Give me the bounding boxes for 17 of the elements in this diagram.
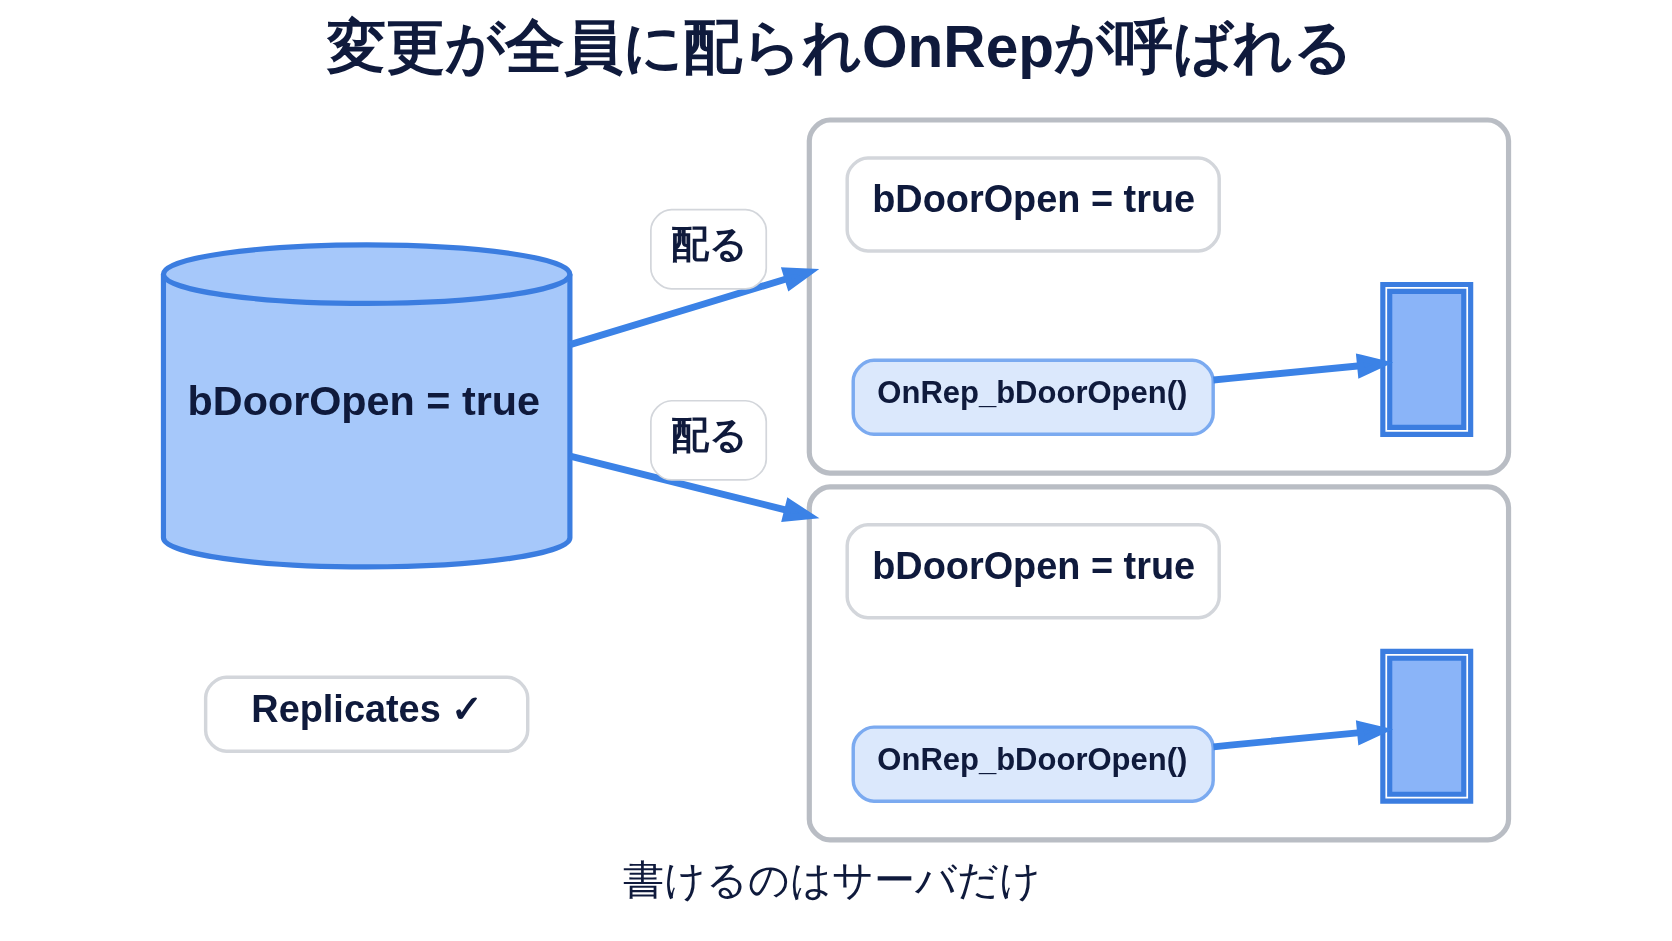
node-box: bDoorOpen = true [845,523,1221,620]
cluster [806,484,1512,843]
arrow [1213,353,1394,384]
arrow [1213,720,1394,751]
caption: 書けるのはサーバだけ [623,856,1042,903]
arrow [569,452,820,522]
arrow [569,267,820,348]
node-picture [1380,281,1474,437]
node-box: OnRep_bDoorOpen() [851,725,1215,803]
diagram-title: 変更が全員に配られOnRepが呼ばれる [327,13,1353,79]
edge-label: 配る [670,223,748,266]
node-box: Replicates ✓ [203,675,530,753]
node-box: bDoorOpen = true [845,156,1221,253]
cluster [806,117,1512,476]
edge-label: 配る [670,414,748,457]
node-box: OnRep_bDoorOpen() [851,358,1215,437]
node-picture [1380,648,1474,804]
